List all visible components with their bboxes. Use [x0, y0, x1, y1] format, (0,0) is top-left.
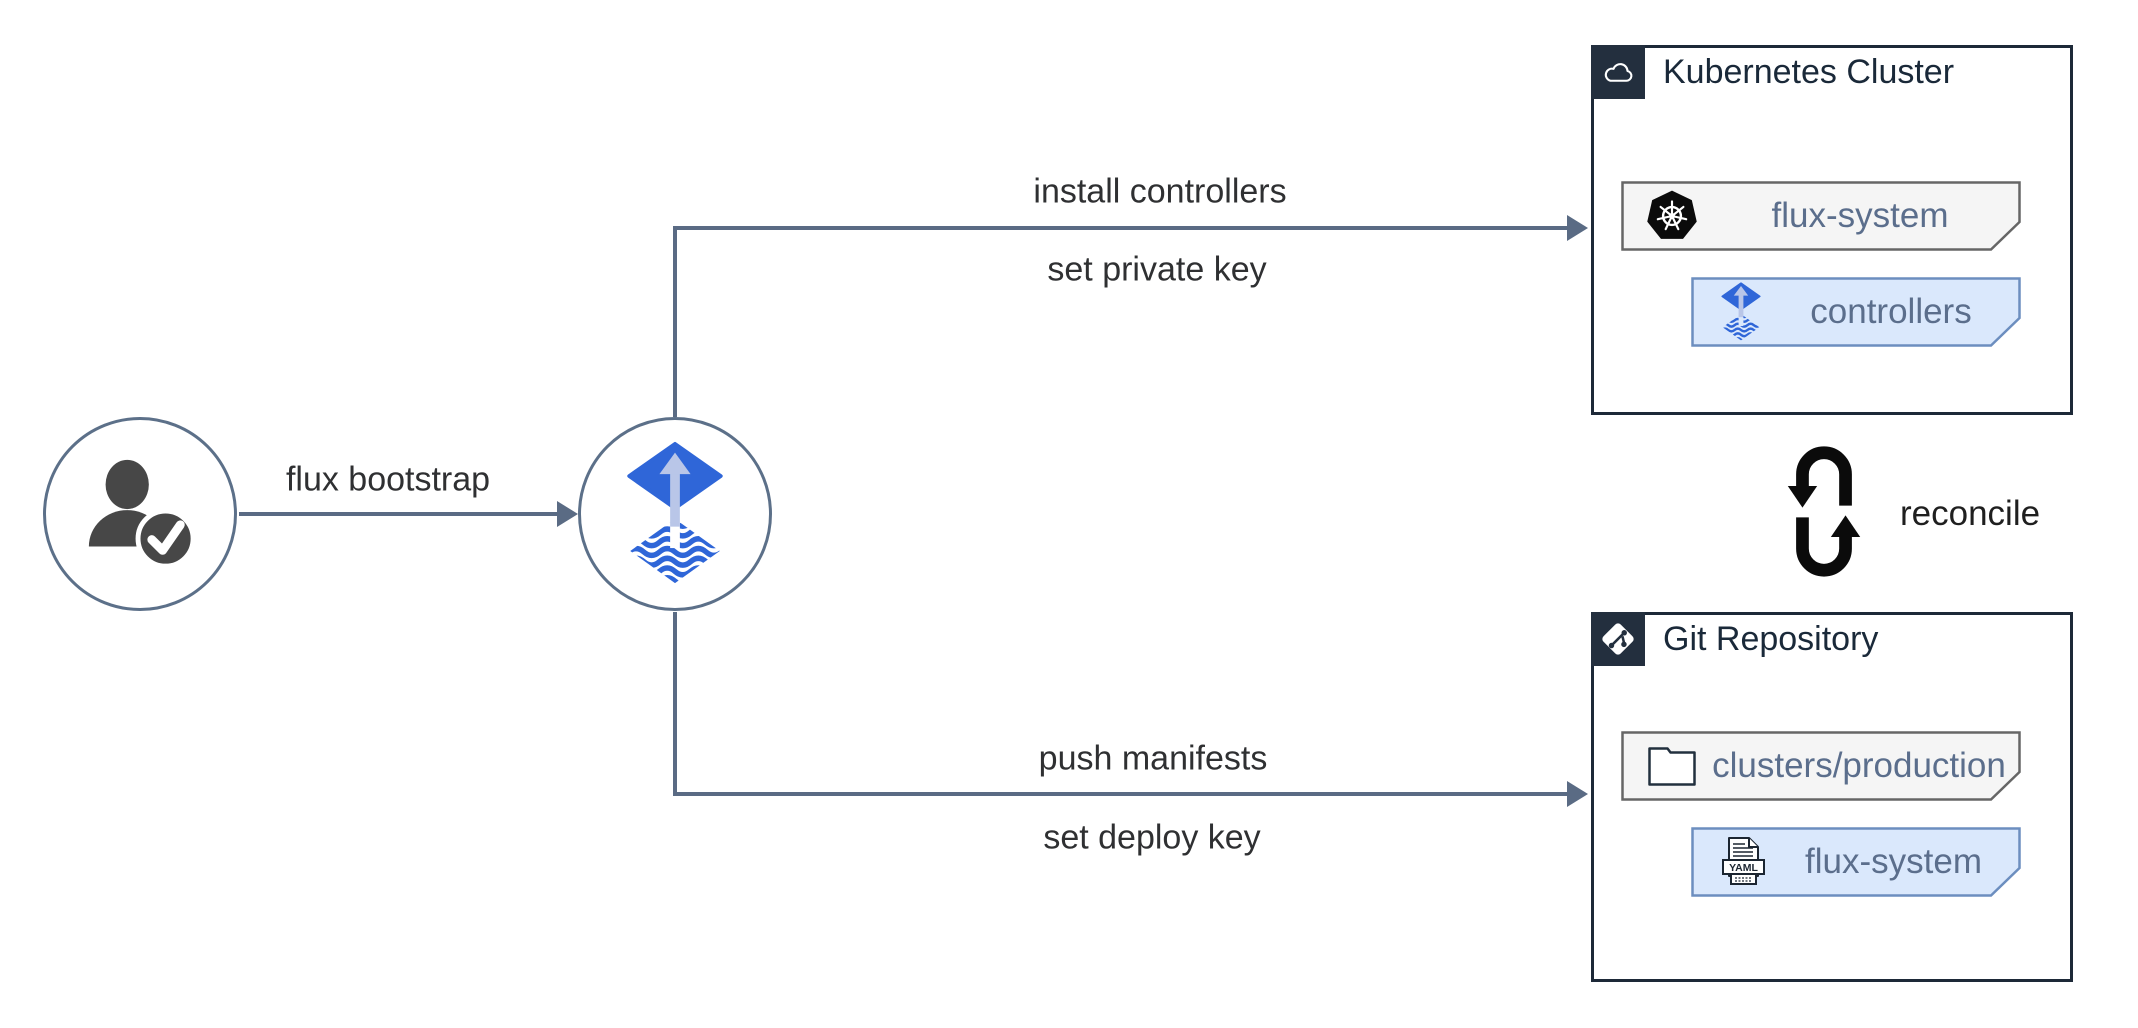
- kubernetes-cluster-box: Kubernetes Cluster: [1591, 45, 2073, 415]
- git-repository-header: [1591, 612, 1645, 666]
- push-arrowhead: [1567, 781, 1588, 807]
- git-icon: [1602, 623, 1634, 655]
- bootstrap-edge-label: flux bootstrap: [285, 460, 491, 499]
- card-shape: [1691, 827, 2021, 897]
- install-edge-label-bottom: set private key: [1047, 250, 1267, 289]
- push-edge-label-top: push manifests: [1038, 739, 1268, 778]
- kubernetes-cluster-header: [1591, 45, 1645, 99]
- install-arrow-horizontal: [673, 226, 1567, 230]
- user-node: [43, 417, 237, 611]
- bootstrap-arrowhead: [557, 501, 578, 527]
- git-repository-box: Git Repository clusters/production: [1591, 612, 2073, 982]
- push-arrow-vertical: [673, 612, 677, 796]
- bootstrap-arrow-line: [239, 512, 559, 516]
- path-card-label: clusters/production: [1712, 746, 2006, 785]
- controllers-card-label: controllers: [1810, 292, 1972, 331]
- yaml-file-icon: YAML: [1722, 837, 1765, 885]
- flux-system-namespace-card: flux-system: [1621, 181, 2021, 251]
- manifests-card-label: flux-system: [1805, 842, 1982, 881]
- sync-loop-icon: [1787, 446, 1861, 577]
- namespace-card-label: flux-system: [1771, 196, 1949, 235]
- folder-icon: [1648, 747, 1696, 786]
- card-shape: [1691, 277, 2021, 347]
- flux-cli-node: [578, 417, 772, 611]
- flux-icon: [1721, 282, 1761, 341]
- install-edge-label-top: install controllers: [1033, 172, 1287, 211]
- clusters-production-card: clusters/production: [1621, 731, 2021, 801]
- kubernetes-cluster-title: Kubernetes Cluster: [1663, 53, 1955, 91]
- push-edge-label-bottom: set deploy key: [1043, 818, 1261, 857]
- yaml-icon-text: YAML: [1729, 862, 1758, 874]
- card-shape: [1621, 181, 2021, 251]
- user-check-icon: [88, 459, 196, 569]
- install-arrowhead: [1567, 215, 1588, 241]
- push-arrow-horizontal: [673, 792, 1567, 796]
- kubernetes-icon: [1647, 190, 1697, 239]
- card-shape: [1621, 731, 2021, 801]
- cloud-icon: [1604, 63, 1633, 82]
- install-arrow-vertical: [673, 226, 677, 417]
- flux-icon: [627, 441, 723, 584]
- reconcile-label: reconcile: [1900, 494, 2041, 533]
- flux-system-manifests-card: YAML flux-system: [1691, 827, 2021, 897]
- git-repository-title: Git Repository: [1663, 620, 1879, 658]
- controllers-card: controllers: [1691, 277, 2021, 347]
